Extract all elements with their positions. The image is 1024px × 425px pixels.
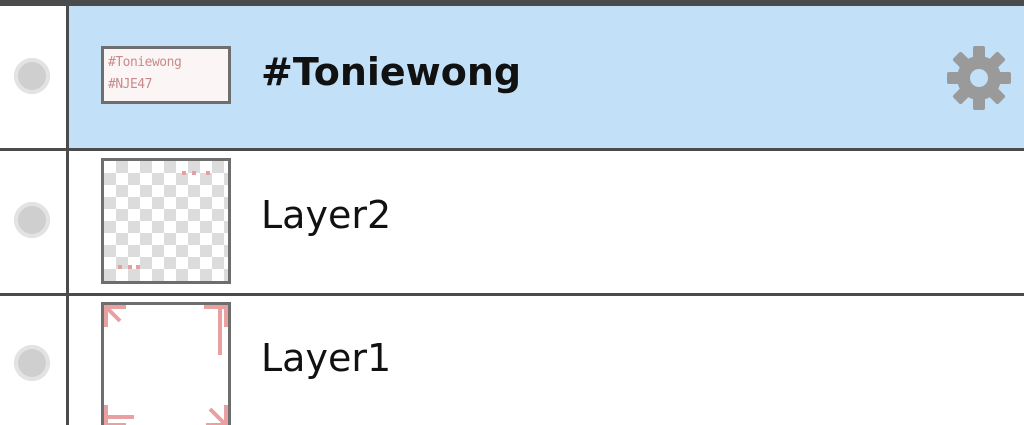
thumbnail-mark — [136, 265, 140, 269]
layer-thumbnail — [101, 158, 231, 284]
visibility-cell — [0, 6, 66, 148]
layer-row-layer2[interactable]: Layer2 — [0, 151, 1024, 293]
layer-name: #Toniewong — [261, 50, 522, 94]
layer-name: Layer2 — [261, 193, 392, 237]
thumbnail-mark — [192, 171, 196, 175]
row-divider — [0, 293, 1024, 296]
layer-content[interactable]: #Toniewong #NJE47 #Toniewong — [69, 6, 1024, 148]
thumbnail-mark — [182, 171, 186, 175]
panel-top-border — [0, 0, 1024, 6]
layer-content[interactable]: Layer2 — [69, 151, 1024, 293]
visibility-dot-icon[interactable] — [14, 345, 50, 381]
layer-row-toniewong[interactable]: #Toniewong #NJE47 #Toniewong — [0, 6, 1024, 148]
layer-thumbnail: #Toniewong #NJE47 — [101, 46, 231, 104]
column-divider — [66, 0, 69, 425]
visibility-dot-icon[interactable] — [14, 58, 50, 94]
layer-thumbnail — [101, 302, 231, 425]
visibility-dot-icon[interactable] — [14, 202, 50, 238]
frame-corners-graphic — [104, 305, 228, 425]
thumbnail-text-line: #Toniewong — [108, 55, 182, 70]
thumbnail-mark — [206, 171, 210, 175]
layer-name: Layer1 — [261, 336, 392, 380]
row-divider — [0, 148, 1024, 151]
gear-icon[interactable] — [945, 44, 1013, 112]
thumbnail-mark — [128, 265, 132, 269]
visibility-cell — [0, 296, 66, 425]
layer-row-layer1[interactable]: Layer1 — [0, 296, 1024, 425]
layer-content[interactable]: Layer1 — [69, 296, 1024, 425]
thumbnail-text-line: #NJE47 — [108, 77, 152, 92]
thumbnail-mark — [118, 265, 122, 269]
visibility-cell — [0, 151, 66, 293]
